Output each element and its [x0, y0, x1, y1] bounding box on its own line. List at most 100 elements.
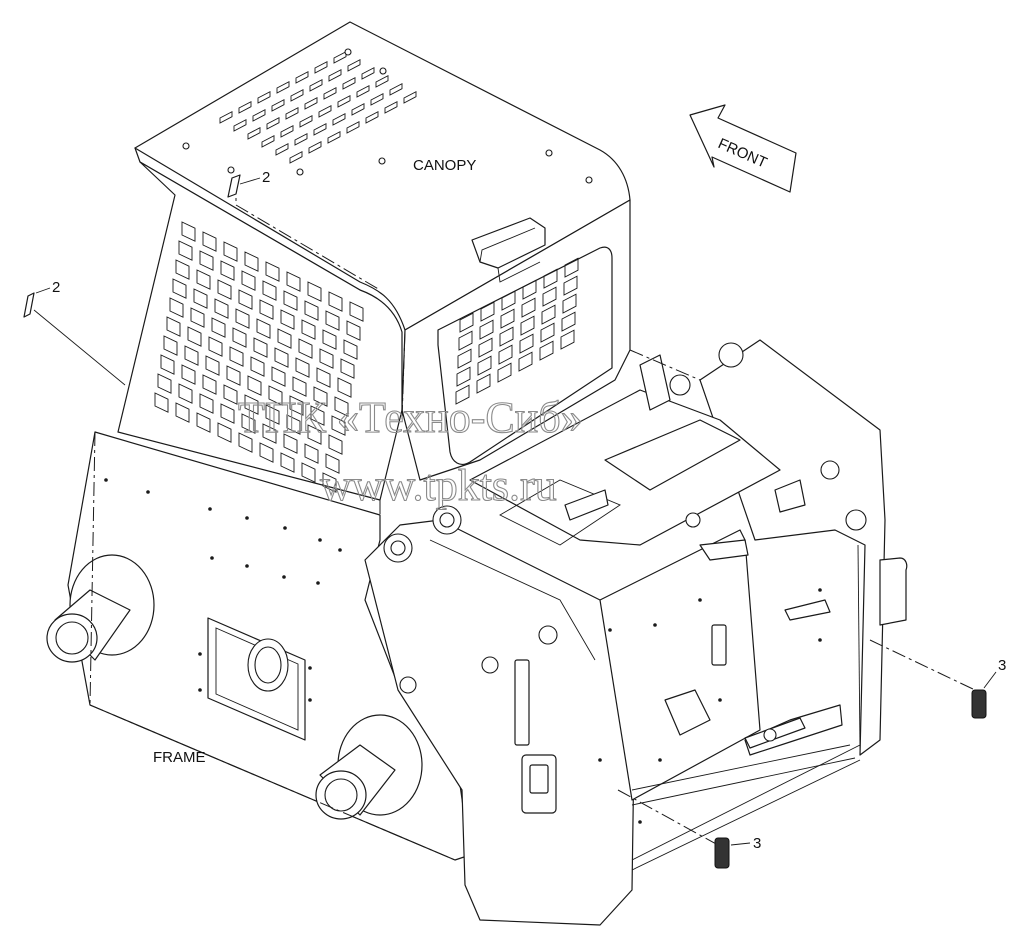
- grille-slot: [178, 240, 193, 261]
- grille-slot: [561, 311, 576, 332]
- grille-slot: [187, 326, 202, 347]
- grille-slot: [253, 337, 268, 358]
- grille-slot: [276, 80, 290, 94]
- callout-3a-label: 3: [998, 657, 1006, 674]
- rivet: [338, 548, 342, 552]
- grille-slot: [280, 309, 295, 330]
- grille-slot: [220, 403, 235, 424]
- rivet: [283, 526, 287, 530]
- grille-slot: [190, 307, 205, 328]
- grille-slot: [265, 404, 280, 425]
- grille-slot: [325, 453, 340, 474]
- grille-slot: [175, 259, 190, 280]
- rivet: [608, 628, 612, 632]
- grille-slot: [318, 104, 332, 118]
- grille-slot: [211, 317, 226, 338]
- grille-slot: [322, 472, 337, 493]
- grille-slot: [333, 50, 347, 64]
- grille-slot: [458, 330, 473, 351]
- assembly-centerlines: [89, 180, 976, 861]
- grille-slot: [323, 86, 337, 100]
- grille-slot: [280, 124, 294, 138]
- grille-slot: [340, 358, 355, 379]
- decal-3a: [971, 689, 987, 719]
- grille-slot: [262, 423, 277, 444]
- grille-slot: [184, 345, 199, 366]
- grille-slot: [274, 347, 289, 368]
- grille-slot: [384, 100, 398, 114]
- grille-slot: [307, 281, 322, 302]
- grille-slot: [172, 278, 187, 299]
- rivet: [104, 478, 108, 482]
- grille-slot: [154, 392, 169, 413]
- grille-slot: [292, 376, 307, 397]
- grille-slot: [286, 271, 301, 292]
- rivet: [598, 758, 602, 762]
- watermark-company: ТПК «Техно-Сиб»: [238, 393, 583, 442]
- rivet: [210, 556, 214, 560]
- grille-slot: [250, 356, 265, 377]
- grille-slot: [223, 384, 238, 405]
- grille-slot: [498, 344, 513, 365]
- grille-slot: [268, 385, 283, 406]
- grille-slot: [169, 297, 184, 318]
- callout-2b-label: 2: [52, 279, 60, 296]
- grille-slot: [307, 424, 322, 445]
- grille-slot: [322, 329, 337, 350]
- grille-slot: [304, 96, 318, 110]
- grille-slot: [233, 118, 247, 132]
- grille-slot: [289, 150, 303, 164]
- rivet: [718, 698, 722, 702]
- grille-slot: [214, 298, 229, 319]
- rivet: [282, 575, 286, 579]
- rivet: [208, 507, 212, 511]
- callout-2b: 2: [23, 279, 126, 386]
- grille-slot: [298, 338, 313, 359]
- grille-slot: [252, 108, 266, 122]
- rivet: [198, 688, 202, 692]
- grille-slot: [522, 279, 537, 300]
- grille-slot: [479, 319, 494, 340]
- grille-slot: [365, 110, 379, 124]
- grille-slot: [346, 120, 360, 134]
- grille-slot: [285, 106, 299, 120]
- grille-slot: [343, 339, 358, 360]
- grille-slot: [347, 58, 361, 72]
- grille-slot: [290, 88, 304, 102]
- grille-slot: [500, 308, 515, 329]
- grille-slot: [543, 268, 558, 289]
- grille-slot: [175, 402, 190, 423]
- grille-slot: [520, 315, 535, 336]
- rivet: [198, 652, 202, 656]
- grille-slot: [328, 434, 343, 455]
- grille-slot: [542, 286, 557, 307]
- rivet: [818, 588, 822, 592]
- grille-slot: [342, 76, 356, 90]
- grille-slot: [283, 433, 298, 454]
- grille-slot: [301, 319, 316, 340]
- grille-slot: [499, 326, 514, 347]
- grille-slot: [271, 98, 285, 112]
- grille-slot: [308, 140, 322, 154]
- grille-slot: [337, 377, 352, 398]
- grille-slot: [247, 126, 261, 140]
- front-arrow: FRONT: [689, 104, 797, 193]
- grille-slot: [289, 395, 304, 416]
- rivet: [658, 758, 662, 762]
- grille-slot: [334, 396, 349, 417]
- grille-slot: [295, 70, 309, 84]
- grille-slot: [521, 297, 536, 318]
- frame-label: FRAME: [153, 749, 206, 766]
- grille-slot: [501, 290, 516, 311]
- grille-slot: [181, 364, 196, 385]
- grille-slot: [361, 66, 375, 80]
- grille-slot: [337, 94, 351, 108]
- grille-slot: [259, 299, 274, 320]
- grille-slot: [166, 316, 181, 337]
- grille-slot: [456, 366, 471, 387]
- grille-slot: [375, 74, 389, 88]
- grille-slot: [328, 68, 342, 82]
- grille-slot: [286, 414, 301, 435]
- grille-slot: [476, 373, 491, 394]
